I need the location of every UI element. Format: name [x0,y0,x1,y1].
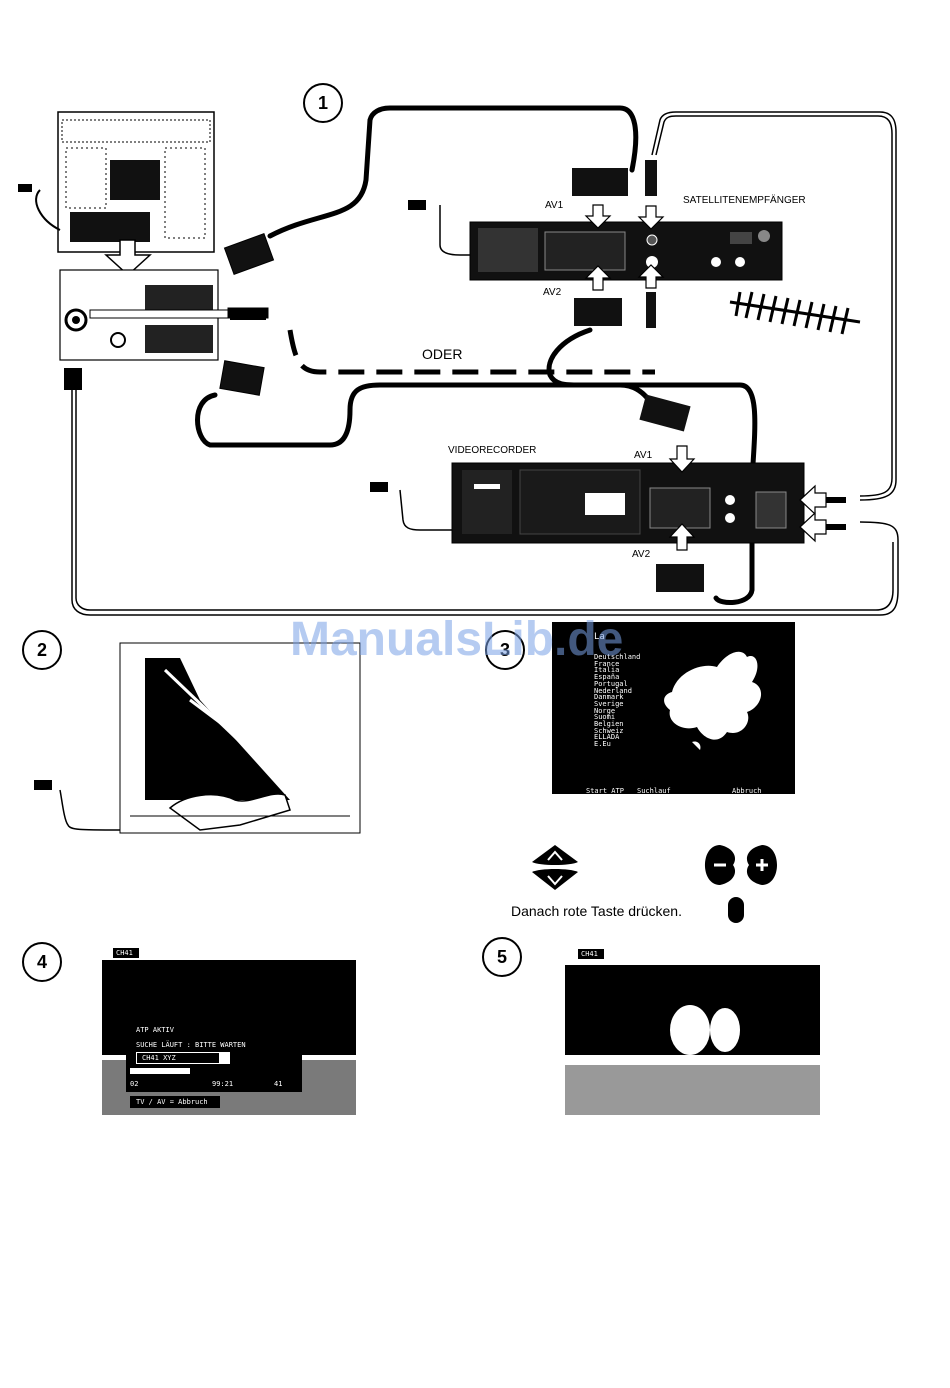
horses-photo-5 [565,942,820,1117]
lang-item: Norge [594,706,616,715]
lang-item: Italia [594,666,620,675]
language-menu-header: La [594,632,605,642]
satellite-receiver-illustration [469,221,783,281]
europe-map [664,651,762,750]
footer-start-atp: Start ATP [586,787,624,795]
lang-item: Schweiz [594,726,624,735]
antenna-icon [729,291,861,335]
lang-item: Belgien [594,720,624,729]
vcr-illustration [451,462,805,544]
alternative-connection-dashed [287,329,655,375]
watermark: ManualsLib.de [290,613,624,666]
lang-item: Sverige [594,699,624,708]
lang-item: E.Eu [594,740,611,749]
instruction-caption: Danach rote Taste drücken. [511,903,682,919]
sat-av2-label: AV2 [543,287,562,298]
satellite-receiver-label: SATELLITENEMPFÄNGER [683,195,806,206]
tv-connector-panel [59,269,241,361]
vcr-av1-label: AV1 [634,450,653,461]
footer-suchlauf: Suchlauf [637,787,671,795]
atp-status: SUCHE LÄUFT : BITTE WARTEN [136,1041,246,1049]
lang-item: Suomi [594,713,616,722]
lang-item: ELLADA [594,733,620,742]
lang-item: España [594,673,620,682]
lang-item: France [594,659,620,668]
lang-item: Deutschland [594,653,641,661]
footer-abbruch: Abbruch [732,787,762,795]
lang-item: Danmark [594,693,624,702]
progress-end: 41 [274,1080,283,1088]
progress-fill [130,1068,190,1074]
atp-title: ATP AKTIV [136,1026,174,1034]
step-1-badge: 1 [303,83,343,123]
remote-up-down-buttons [532,845,578,890]
progress-time: 99:21 [212,1080,234,1088]
channel-label: CH41 [581,950,598,958]
step-4-badge: 4 [22,942,62,982]
oder-label: ODER [422,346,463,362]
lang-item: Nederland [594,686,632,695]
progress-start: 02 [130,1080,139,1088]
vcr-av2-label: AV2 [632,549,651,560]
atp-progress-panel: ATP AKTIV SUCHE LÄUFT : BITTE WARTEN CH4… [126,1018,302,1092]
down-arrow [104,239,152,277]
sat-av1-label: AV1 [545,200,564,211]
remote-minus-plus-buttons [705,845,777,923]
lang-item: Portugal [594,679,628,688]
tv-front-illustration [119,642,361,834]
atp-footer: TV / AV = Abbruch [130,1096,220,1108]
channel-badge-5: CH41 [578,949,604,959]
step-3-badge: 3 [485,630,525,670]
channel-label: CH41 [116,949,133,957]
language-menu-screen: La Start ATP Suchlauf Abbruch [552,622,795,795]
vcr-label: VIDEORECORDER [448,445,537,456]
channel-badge-4: CH41 [113,948,139,958]
atp-current-channel: CH41 XYZ [142,1054,176,1062]
progress-bar [130,1068,280,1074]
tv-rear-illustration [18,111,215,253]
language-list: Deutschland France Italia España Portuga… [594,654,640,748]
step-5-badge: 5 [482,937,522,977]
step-2-badge: 2 [22,630,62,670]
atp-footer-text: TV / AV = Abbruch [136,1098,208,1106]
